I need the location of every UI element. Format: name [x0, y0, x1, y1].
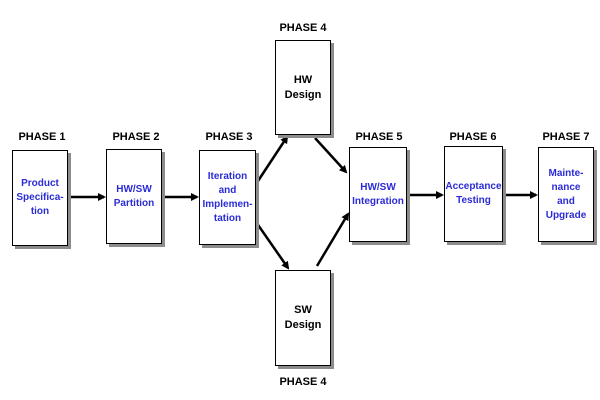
arrow-hw-design-to-p5	[314, 137, 348, 174]
sw-design-text: SW Design	[284, 304, 322, 331]
hw-sw-integration-text: HW/SW Integration	[352, 181, 404, 207]
phase-7-label: PHASE 7	[542, 131, 590, 143]
hw-sw-partition-box: HW/SW Partition	[106, 149, 162, 244]
hw-design-box: HW Design	[275, 40, 331, 135]
arrow-p3-to-sw-design	[254, 221, 290, 270]
phase-1-label: PHASE 1	[18, 131, 66, 143]
hw-design-text: HW Design	[284, 73, 322, 101]
acceptance-testing-box: Acceptance Testing	[444, 146, 503, 242]
product-specification-box: Product Specifica- tion	[12, 150, 68, 246]
acceptance-testing-text: Acceptance Testing	[445, 181, 502, 206]
sw-design-box: SW Design	[275, 270, 331, 366]
maintenance-upgrade-text: Mainte- nance and Upgrade	[545, 167, 587, 221]
phase-6-label: PHASE 6	[449, 131, 497, 143]
arrow-sw-design-to-p5	[315, 212, 350, 267]
maintenance-upgrade-box: Mainte- nance and Upgrade	[538, 147, 594, 242]
phase-2-label: PHASE 2	[112, 131, 160, 143]
phase-5-label: PHASE 5	[355, 131, 403, 143]
hw-sw-integration-box: HW/SW Integration	[349, 147, 407, 242]
phase-4-sw-label: PHASE 4	[279, 376, 327, 388]
iteration-implementation-text: Iteration and Implemen- tation	[202, 170, 253, 224]
phase-4-hw-label: PHASE 4	[279, 22, 327, 34]
phase-3-label: PHASE 3	[205, 131, 253, 143]
hw-sw-partition-text: HW/SW Partition	[113, 183, 155, 209]
iteration-implementation-box: Iteration and Implemen- tation	[199, 150, 256, 245]
product-specification-text: Product Specifica- tion	[16, 178, 64, 217]
arrow-p3-to-hw-design	[254, 135, 289, 185]
